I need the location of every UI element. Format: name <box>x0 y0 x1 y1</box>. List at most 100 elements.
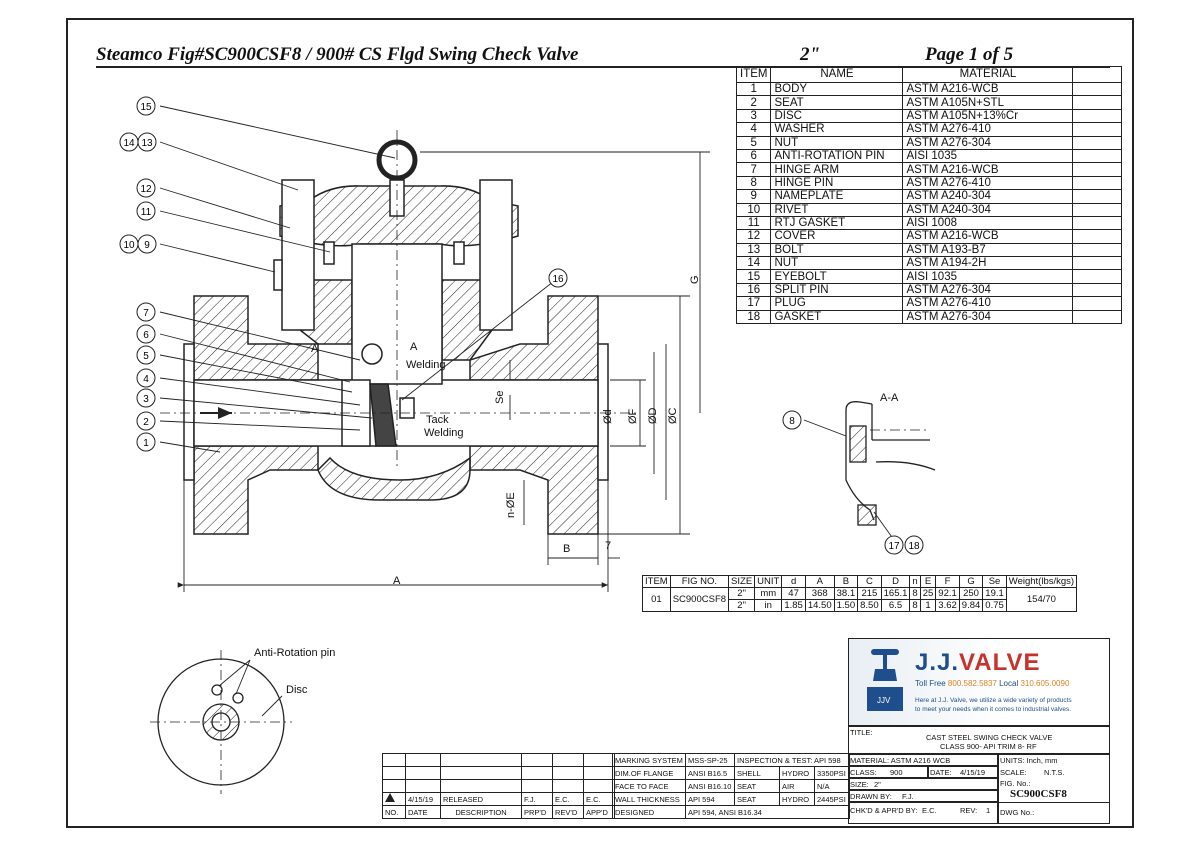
dims-cell: 8 <box>909 587 921 600</box>
part-material: ASTM A216-WCB <box>902 229 1074 244</box>
scale-label: SCALE: <box>1000 768 1027 777</box>
title-line-2: CLASS 900- API TRIM 8- RF <box>940 742 1037 751</box>
phone-line: Toll Free 800.582.5837 Local 310.605.009… <box>915 679 1069 688</box>
revision-blank-row <box>382 779 615 793</box>
dims-cell: 6.5 <box>880 599 911 612</box>
spec-cell: SEAT <box>734 779 780 793</box>
size-cell <box>848 778 998 790</box>
balloon-circle <box>137 132 157 152</box>
label-section-aa: A-A <box>880 392 899 404</box>
part-material: AISI 1035 <box>902 269 1074 284</box>
revision-row: 4/15/19 RELEASED F.J. E.C. E.C. <box>382 792 615 806</box>
balloon-circle <box>782 410 802 430</box>
dims-header-cell: UNIT <box>754 575 783 588</box>
revision-triangle-icon <box>385 793 395 802</box>
spec-cell: MSS-SP-25 <box>685 753 735 767</box>
revision-desc: RELEASED <box>440 792 522 806</box>
balloon-label-10: 10 <box>123 240 135 251</box>
balloon-label-3: 3 <box>143 394 149 405</box>
spec-table: MARKING SYSTEM MSS-SP-25 INSPECTION & TE… <box>612 753 850 819</box>
dims-cell: 14.50 <box>804 599 835 612</box>
dims-cell: 0.75 <box>982 599 1007 612</box>
revision-h-no: NO. <box>382 805 406 819</box>
drawing-title: Steamco Fig#SC900CSF8 / 900# CS Flgd Swi… <box>96 44 579 65</box>
spec-cell: 2445PSI <box>814 792 850 806</box>
balloon-label-17: 17 <box>888 541 900 552</box>
part-item-number: 16 <box>735 282 772 298</box>
class-value: 900 <box>890 768 903 777</box>
revision-h-apprd: APP'D <box>583 805 615 819</box>
local-number: 310.605.0090 <box>1020 679 1070 688</box>
balloon-circle <box>136 178 156 198</box>
dims-header-cell: F <box>935 575 960 588</box>
dwg-cell <box>998 802 1110 824</box>
part-name: DISC <box>770 108 904 124</box>
spec-cell: WALL THICKNESS <box>612 792 686 806</box>
revision-prpd: F.J. <box>521 792 553 806</box>
dims-cell: 1.50 <box>833 599 859 612</box>
toll-free-number: 800.582.5837 <box>947 679 997 688</box>
date-value: 4/15/19 <box>960 768 986 777</box>
spec-cell: AIR <box>779 779 815 793</box>
balloon-label-13: 13 <box>141 138 153 149</box>
revision-h-date: DATE <box>405 805 441 819</box>
label-dim-ne: n-ØE <box>505 492 517 518</box>
spec-row: DIM.OF FLANGE ANSI B16.5 SHELL HYDRO 335… <box>612 766 850 780</box>
dims-cell: 92.1 <box>935 587 960 600</box>
part-name: BODY <box>770 81 904 97</box>
fig-number-value: SC900CSF8 <box>1010 788 1067 800</box>
balloon-label-6: 6 <box>143 330 149 341</box>
part-material: ASTM A105N+13%Cr <box>902 108 1074 124</box>
dims-header-cell: B <box>833 575 859 588</box>
dims-header-cell: D <box>880 575 911 588</box>
spec-cell: HYDRO <box>779 766 815 780</box>
drawn-label: DRAWN BY: <box>850 792 892 801</box>
dims-header-cell: G <box>958 575 984 588</box>
part-blank <box>1072 309 1123 325</box>
parts-table-header: ITEM NAME MATERIAL <box>735 66 1123 83</box>
dims-cell: 3.62 <box>935 599 960 612</box>
spec-row: DESIGNED API 594, ANSI B16.34 <box>612 805 850 819</box>
spec-cell: MARKING SYSTEM <box>612 753 686 767</box>
spec-cell: API 594, ANSI B16.34 <box>685 805 850 819</box>
drawing-size: 2" <box>800 44 821 65</box>
company-logo-block: JJV J.J.VALVE Toll Free 800.582.5837 Loc… <box>848 638 1110 726</box>
balloon-label-2: 2 <box>143 417 149 428</box>
spec-cell: INSPECTION & TEST: API 598 <box>734 753 850 767</box>
revision-blank-row <box>382 753 615 767</box>
label-welding: Welding <box>406 359 446 371</box>
dims-cell: 8 <box>909 599 921 612</box>
dims-header-cell: Se <box>982 575 1007 588</box>
spec-cell: ANSI B16.5 <box>685 766 735 780</box>
part-material: ASTM A276-410 <box>902 122 1074 137</box>
dims-cell: 215 <box>857 587 882 600</box>
dims-cell: 250 <box>958 587 984 600</box>
dims-weight: 154/70 <box>1005 587 1078 612</box>
dims-cell: 25 <box>919 587 937 600</box>
page-indicator: Page 1 of 5 <box>925 44 1014 65</box>
revision-apprd: E.C. <box>583 792 615 806</box>
svg-text:JJV: JJV <box>877 696 891 705</box>
label-dim-G: G <box>689 275 701 284</box>
part-blank <box>1072 108 1123 124</box>
spec-cell: N/A <box>814 779 850 793</box>
drawn-value: F.J. <box>902 792 914 801</box>
balloon-circle <box>137 234 157 254</box>
dwg-label: DWG No.: <box>1000 808 1035 817</box>
drawing-sheet-border <box>66 18 1134 828</box>
balloon-label-5: 5 <box>143 351 149 362</box>
spec-row: FACE TO FACE ANSI B16.10 SEAT AIR N/A <box>612 779 850 793</box>
label-anti-rotation-pin: Anti-Rotation pin <box>254 647 335 659</box>
part-name: SEAT <box>770 95 904 110</box>
